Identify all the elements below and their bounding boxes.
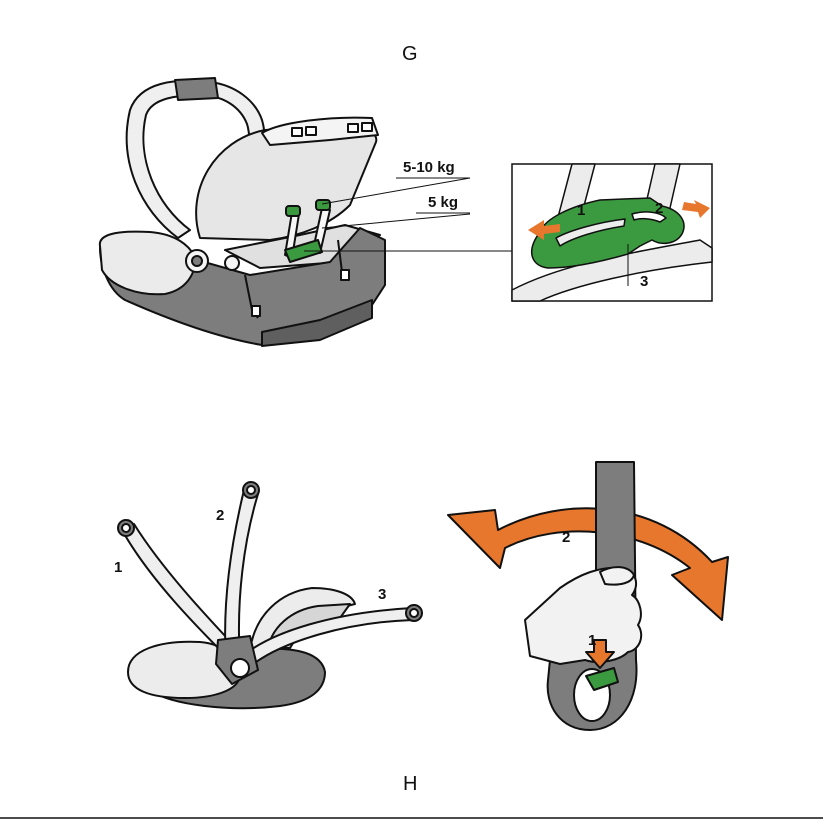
hand-label-1: 1 — [588, 632, 596, 649]
hand-label-2: 2 — [562, 529, 570, 546]
handle-end-2-inner — [247, 486, 255, 494]
figure-h: H 1 2 3 — [114, 462, 728, 795]
hand-handle-release — [448, 462, 728, 730]
handle-pivot-hub — [192, 256, 202, 266]
canopy-window — [306, 127, 316, 135]
detail-label-1: 1 — [577, 202, 585, 219]
leader-5kg — [322, 214, 470, 228]
car-seat-illustration — [100, 78, 385, 346]
weight-label-5kg: 5 kg — [428, 194, 458, 211]
weight-label-5-10kg: 5-10 kg — [403, 159, 455, 176]
handle-label-1: 1 — [114, 559, 122, 576]
strap-end — [341, 270, 349, 280]
figure-h-letter: H — [403, 773, 417, 795]
handle-end-1-inner — [122, 524, 130, 532]
figure-g: G — [100, 43, 712, 346]
seat-handle-positions — [118, 482, 422, 708]
handle-grip — [175, 78, 218, 100]
shoulder-pad-right — [316, 200, 330, 210]
detail-label-2: 2 — [655, 200, 663, 217]
handle-pivot — [231, 659, 249, 677]
handle-end-3-inner — [410, 609, 418, 617]
figure-g-letter: G — [402, 43, 418, 65]
strap-end — [252, 306, 260, 316]
shoulder-pad-left — [286, 206, 300, 216]
clip-detail-box: 1 2 3 — [512, 164, 712, 301]
handle-label-2: 2 — [216, 507, 224, 524]
detail-label-3: 3 — [640, 273, 648, 290]
belt-anchor — [225, 256, 239, 270]
canopy-window — [348, 124, 358, 132]
canopy-window — [292, 128, 302, 136]
canopy-window — [362, 123, 372, 131]
thumb — [600, 567, 634, 585]
handle-label-3: 3 — [378, 586, 386, 603]
